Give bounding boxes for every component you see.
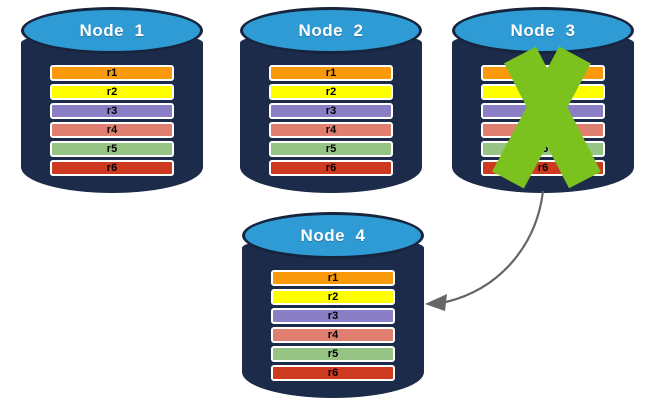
node-2-title: Node 2 [298, 20, 364, 40]
replica-bar-r2: r2 [269, 84, 393, 100]
replica-bar-r5: r5 [269, 141, 393, 157]
node-1: Node 1 r1 r2 r3 r4 r5 r6 [21, 7, 203, 193]
node-4-replica-list: r1 r2 r3 r4 r5 r6 [271, 270, 395, 381]
replica-bar-r1: r1 [50, 65, 174, 81]
node-4-cylinder-top: Node 4 [242, 212, 424, 259]
node-3-replica-list: r1 r2 r3 r4 r5 r6 [481, 65, 605, 176]
replica-bar-r6: r6 [50, 160, 174, 176]
node-2: Node 2 r1 r2 r3 r4 r5 r6 [240, 7, 422, 193]
node-1-title: Node 1 [79, 20, 145, 40]
replica-bar-r3: r3 [269, 103, 393, 119]
replica-bar-r5: r5 [50, 141, 174, 157]
node-2-cylinder-top: Node 2 [240, 7, 422, 54]
node-3-cylinder-top: Node 3 [452, 7, 634, 54]
replica-bar-r1: r1 [481, 65, 605, 81]
replica-bar-r3: r3 [271, 308, 395, 324]
recovery-arrow [425, 190, 545, 311]
replica-bar-r4: r4 [481, 122, 605, 138]
replica-bar-r2: r2 [271, 289, 395, 305]
node-3-title: Node 3 [510, 20, 576, 40]
node-2-replica-list: r1 r2 r3 r4 r5 r6 [269, 65, 393, 176]
replica-bar-r4: r4 [50, 122, 174, 138]
node-1-replica-list: r1 r2 r3 r4 r5 r6 [50, 65, 174, 176]
replica-bar-r6: r6 [271, 365, 395, 381]
replica-bar-r5: r5 [481, 141, 605, 157]
node-1-cylinder-top: Node 1 [21, 7, 203, 54]
replica-bar-r3: r3 [50, 103, 174, 119]
node-4-title: Node 4 [300, 225, 366, 245]
replica-bar-r1: r1 [269, 65, 393, 81]
replica-bar-r4: r4 [271, 327, 395, 343]
replica-bar-r6: r6 [481, 160, 605, 176]
replica-bar-r2: r2 [481, 84, 605, 100]
arrowhead-icon [425, 294, 447, 311]
node-4: Node 4 r1 r2 r3 r4 r5 r6 [242, 212, 424, 398]
replica-bar-r6: r6 [269, 160, 393, 176]
node-3: Node 3 r1 r2 r3 r4 r5 r6 [452, 7, 634, 193]
replica-bar-r2: r2 [50, 84, 174, 100]
replica-bar-r1: r1 [271, 270, 395, 286]
replica-bar-r3: r3 [481, 103, 605, 119]
replica-bar-r4: r4 [269, 122, 393, 138]
replica-bar-r5: r5 [271, 346, 395, 362]
